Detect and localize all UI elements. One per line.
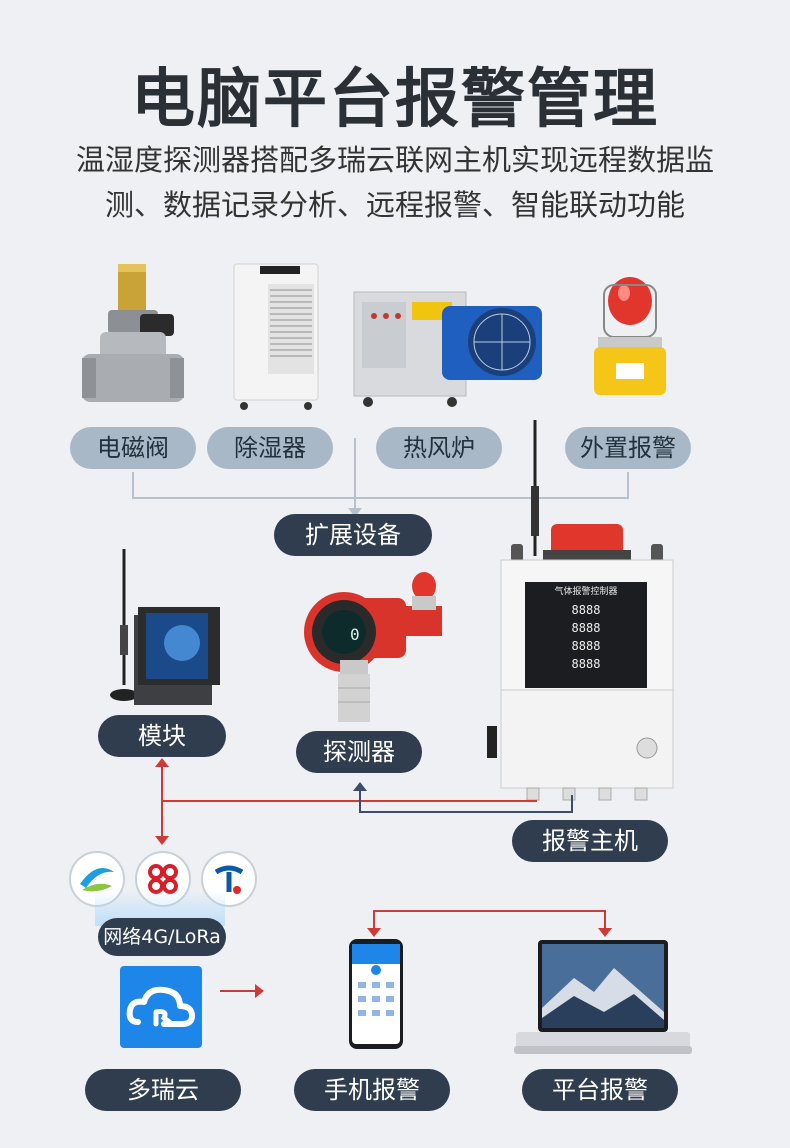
heater-image bbox=[353, 291, 542, 407]
bracket-left-vertical bbox=[132, 472, 134, 498]
alarm-host-image: 气体报警控制器 8888 8888 8888 8888 bbox=[487, 420, 674, 801]
phone-link-vertical bbox=[373, 910, 375, 930]
host-link-vertical bbox=[571, 795, 573, 813]
module-label: 模块 bbox=[98, 715, 226, 757]
alarm-light-image bbox=[594, 277, 666, 395]
phone-link-arrow-down bbox=[367, 928, 381, 937]
dehumidifier-label: 除湿器 bbox=[207, 427, 333, 469]
bracket-center-vertical bbox=[354, 438, 356, 512]
cloud-phone-link bbox=[220, 990, 256, 992]
page-title: 电脑平台报警管理 bbox=[131, 63, 659, 137]
bracket-right-vertical bbox=[627, 472, 629, 498]
host-detector-link-horizontal bbox=[360, 811, 572, 813]
bracket-arrow-down bbox=[348, 508, 362, 517]
host-digit-row-1: 8888 bbox=[572, 603, 601, 617]
laptop-image bbox=[514, 940, 692, 1054]
detector-link-arrow-up bbox=[353, 782, 367, 791]
host-module-link-horizontal bbox=[162, 800, 537, 802]
cloud-app-icon bbox=[120, 966, 202, 1048]
host-digit-row-2: 8888 bbox=[572, 621, 601, 635]
detector-label: 探测器 bbox=[296, 731, 422, 773]
page-subtitle: 温湿度探测器搭配多瑞云联网主机实现远程数据监测、数据记录分析、远程报警、智能联动… bbox=[75, 143, 714, 222]
heater-label: 热风炉 bbox=[376, 427, 502, 469]
dehumidifier-image bbox=[233, 263, 319, 410]
network-label: 网络4G/LoRa bbox=[98, 918, 226, 956]
platform-link-vertical bbox=[604, 910, 606, 930]
platform-link-arrow-down bbox=[598, 928, 612, 937]
phone-image bbox=[349, 939, 403, 1049]
cloud-phone-arrow-right bbox=[255, 984, 264, 998]
detector-reading: 0 bbox=[350, 625, 360, 644]
solenoid-valve-label: 电磁阀 bbox=[70, 427, 196, 469]
detector-link-vertical bbox=[359, 790, 361, 813]
module-link-arrow-up bbox=[155, 758, 169, 767]
host-digit-row-4: 8888 bbox=[572, 657, 601, 671]
host-panel-title: 气体报警控制器 bbox=[554, 585, 617, 597]
host-digit-row-3: 8888 bbox=[572, 639, 601, 653]
bracket-horizontal bbox=[132, 497, 629, 499]
phone-platform-link-horizontal bbox=[374, 910, 605, 912]
module-link-vertical bbox=[161, 766, 163, 836]
phone-alarm-label: 手机报警 bbox=[294, 1069, 450, 1111]
solenoid-valve-image bbox=[82, 264, 184, 402]
cloud-label: 多瑞云 bbox=[85, 1069, 241, 1111]
network-link-arrow-down bbox=[155, 836, 169, 845]
external-alarm-label: 外置报警 bbox=[565, 427, 691, 469]
alarm-host-label: 报警主机 bbox=[512, 820, 668, 862]
detector-image: 0 bbox=[304, 572, 442, 722]
expansion-devices-label: 扩展设备 bbox=[274, 514, 432, 556]
module-image bbox=[110, 549, 220, 705]
platform-alarm-label: 平台报警 bbox=[522, 1069, 678, 1111]
